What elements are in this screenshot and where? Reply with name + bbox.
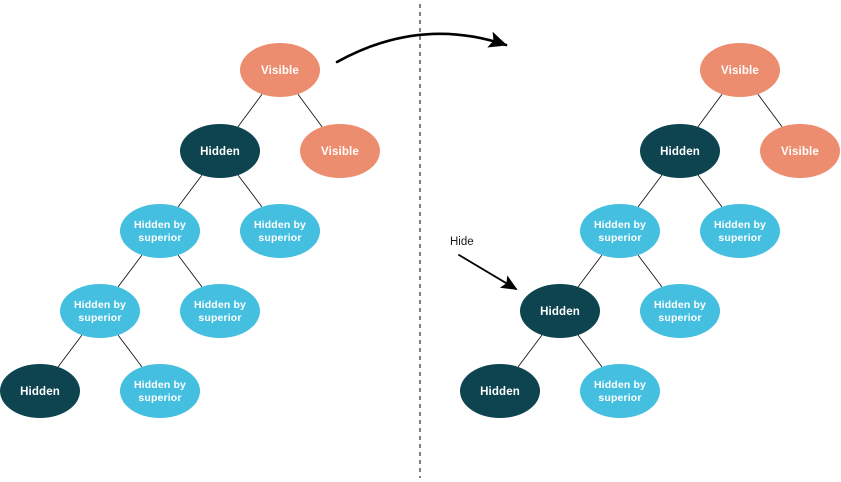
hide-annotation-label: Hide — [450, 236, 474, 248]
tree-node-visible[interactable]: Visible — [760, 124, 840, 178]
tree-node-hidden[interactable]: Hidden — [180, 124, 260, 178]
tree-edge — [177, 254, 203, 288]
tree-edge — [697, 93, 723, 128]
hide-annotation-arrow — [458, 254, 518, 290]
node-shape[interactable] — [640, 124, 720, 178]
tree-edge — [177, 174, 203, 208]
node-shape[interactable] — [640, 284, 720, 338]
tree-node-hidden[interactable]: Hidden — [0, 364, 80, 418]
tree-node-visible[interactable]: Visible — [300, 124, 380, 178]
tree-edge — [297, 93, 323, 128]
tree-node-hidden[interactable]: Hidden — [640, 124, 720, 178]
node-shape[interactable] — [760, 124, 840, 178]
node-shape[interactable] — [120, 364, 200, 418]
node-shape[interactable] — [60, 284, 140, 338]
node-shape[interactable] — [460, 364, 540, 418]
tree-edge — [577, 334, 603, 368]
node-shape[interactable] — [520, 284, 600, 338]
node-shape[interactable] — [580, 204, 660, 258]
tree-edge — [237, 174, 263, 208]
tree-node-hidden[interactable]: Hidden — [460, 364, 540, 418]
tree-edge — [117, 334, 143, 368]
node-shape[interactable] — [240, 204, 320, 258]
tree-node-visible[interactable]: Visible — [240, 43, 320, 97]
node-shape[interactable] — [180, 284, 260, 338]
node-shape[interactable] — [580, 364, 660, 418]
tree-edge — [637, 254, 663, 288]
tree-edge — [117, 254, 143, 288]
node-shape[interactable] — [120, 204, 200, 258]
node-shape[interactable] — [0, 364, 80, 418]
tree-edge — [577, 254, 603, 288]
tree-edge — [237, 93, 263, 128]
edges-layer — [57, 93, 783, 368]
node-shape[interactable] — [700, 43, 780, 97]
tree-edge — [697, 174, 723, 208]
node-shape[interactable] — [300, 124, 380, 178]
tree-edge — [757, 93, 783, 128]
tree-node-hidden[interactable]: Hidden — [520, 284, 600, 338]
tree-edge — [57, 334, 83, 368]
node-shape[interactable] — [180, 124, 260, 178]
node-shape[interactable] — [240, 43, 320, 97]
tree-node-visible[interactable]: Visible — [700, 43, 780, 97]
transition-arrow — [335, 31, 508, 64]
tree-edge — [517, 334, 543, 368]
node-shape[interactable] — [700, 204, 780, 258]
tree-edge — [637, 174, 663, 208]
